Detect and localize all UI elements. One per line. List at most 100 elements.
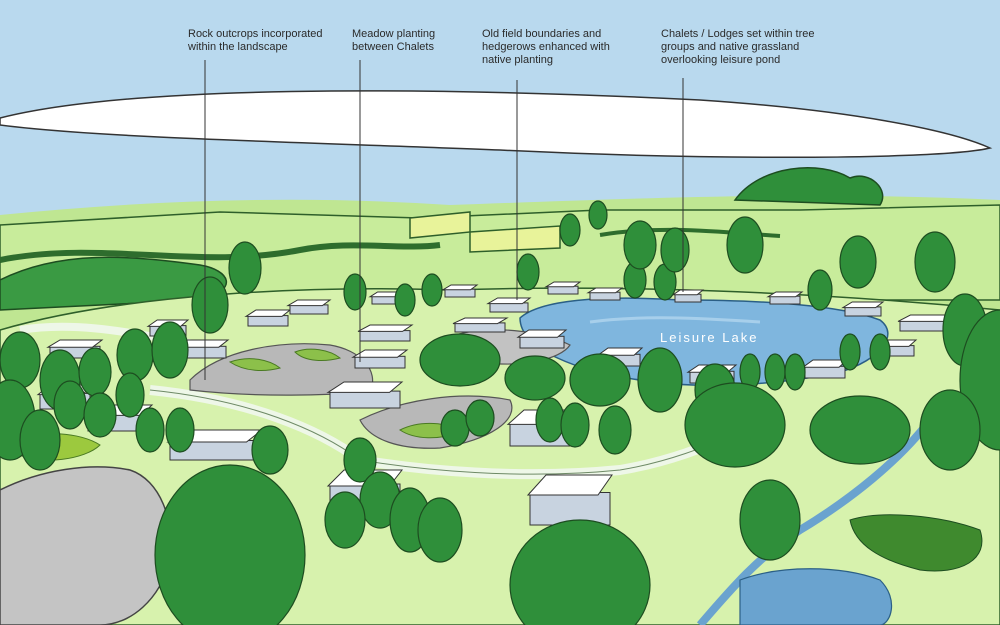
chalet-wall — [529, 492, 611, 526]
chalet — [357, 324, 414, 342]
chalet-wall — [247, 315, 289, 327]
chalet-roof — [526, 474, 613, 496]
chalet-roof — [46, 339, 104, 348]
stream — [696, 417, 934, 625]
lake-label: Leisure Lake — [660, 330, 759, 345]
chalet — [586, 287, 624, 301]
tree — [869, 333, 891, 371]
chalet-roof — [596, 347, 644, 356]
tree — [115, 372, 145, 418]
tree — [559, 213, 581, 247]
chalet — [801, 359, 849, 379]
chalet-wall — [519, 335, 565, 349]
chalet-wall — [547, 285, 579, 295]
tree — [324, 491, 366, 549]
tree — [440, 409, 470, 447]
chalet-wall — [454, 322, 506, 333]
callout-line: within the landscape — [188, 41, 288, 53]
tree — [919, 389, 981, 471]
callout-line: between Chalets — [352, 41, 434, 53]
woodland-clump — [733, 167, 884, 206]
chalet-wall — [329, 390, 401, 409]
chalet — [441, 284, 479, 298]
chalet-wall — [289, 304, 329, 315]
chalet — [351, 349, 409, 369]
chalet-roof — [544, 281, 582, 288]
tree — [116, 328, 154, 382]
tree — [839, 235, 877, 289]
chalet — [516, 329, 568, 349]
footpath-edge — [149, 389, 771, 475]
chalet-wall — [354, 355, 406, 369]
callout-line: Rock outcrops incorporated — [188, 28, 323, 40]
meadow-patch — [294, 348, 342, 361]
callout-chalets-lodges: Chalets / Lodges set within tree groups … — [661, 28, 814, 67]
chalet — [286, 299, 332, 315]
callout-line: Old field boundaries and — [482, 28, 602, 40]
chalet — [486, 297, 532, 313]
tree — [417, 497, 463, 563]
tree — [135, 407, 165, 453]
tree — [191, 276, 229, 334]
chalet-wall — [589, 291, 621, 301]
chalet — [766, 291, 804, 305]
chalet — [452, 317, 509, 333]
yellow-field — [469, 225, 561, 253]
tree — [343, 437, 377, 483]
chalet-roof — [766, 291, 804, 298]
foreground-rock — [0, 466, 172, 625]
foreground-pond — [739, 568, 893, 625]
callout-rock-outcrops: Rock outcrops incorporated within the la… — [188, 28, 323, 54]
chalet-roof — [452, 317, 509, 325]
chalet — [368, 291, 404, 305]
tree — [684, 382, 786, 468]
callout-line: native planting — [482, 54, 553, 66]
chalet-roof — [286, 299, 332, 307]
callout-line: hedgerows enhanced with — [482, 41, 610, 53]
chalet-roof — [671, 289, 705, 296]
tree — [914, 231, 956, 293]
chalet-roof — [326, 381, 404, 393]
tree — [623, 220, 657, 270]
chalet — [671, 289, 705, 303]
tree — [228, 241, 262, 295]
tree — [784, 353, 806, 391]
tree — [0, 331, 41, 389]
tree — [251, 425, 289, 475]
meadow-patch — [228, 358, 282, 371]
chalet-wall — [444, 288, 476, 298]
tree — [569, 353, 631, 407]
tree — [764, 353, 786, 391]
tree — [504, 355, 566, 401]
tree — [78, 347, 112, 397]
tree — [151, 321, 189, 379]
tree — [535, 397, 565, 443]
tree — [165, 407, 195, 453]
tree — [421, 273, 443, 307]
chalet-roof — [516, 329, 568, 338]
chalet-wall — [804, 365, 846, 379]
tree — [509, 519, 651, 625]
tree — [660, 227, 690, 273]
chalet — [526, 474, 613, 526]
callout-meadow-planting: Meadow planting between Chalets — [352, 28, 435, 54]
chalet-wall — [674, 293, 702, 303]
cloud — [0, 90, 993, 159]
tree — [465, 399, 495, 437]
chalet-roof — [586, 287, 624, 294]
tree — [19, 409, 61, 471]
callout-line: Meadow planting — [352, 28, 436, 40]
chalet-wall — [489, 302, 529, 313]
chalet — [897, 314, 956, 332]
chalet — [326, 381, 404, 409]
chalet — [544, 281, 582, 295]
callout-field-boundaries: Old field boundaries and hedgerows enhan… — [482, 28, 610, 67]
tree — [419, 333, 501, 387]
chalet-wall — [769, 295, 801, 305]
tree — [343, 273, 367, 311]
meadow-patch — [849, 514, 983, 572]
lake-ripple — [589, 316, 761, 324]
callout-line: groups and native grassland — [661, 41, 800, 53]
